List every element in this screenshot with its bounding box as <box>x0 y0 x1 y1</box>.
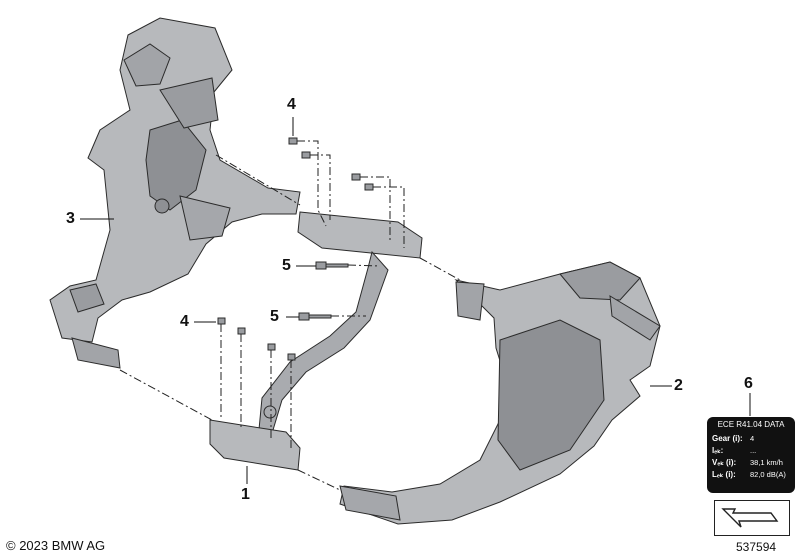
center-tube-part-1 <box>209 211 423 471</box>
callout-3: 3 <box>66 210 75 227</box>
bolt-4-top-4 <box>364 183 374 191</box>
label-card-title: ECE R41.04 DATA <box>717 420 785 429</box>
label-card-row: Lₑₖ (i): 82,0 dB(A) <box>712 468 790 480</box>
label-card-value: 38,1 km/h <box>750 457 783 467</box>
diagonal-arrow-icon <box>721 508 779 528</box>
label-card-value: ... <box>750 445 757 455</box>
bolt-4-top <box>288 137 298 145</box>
copyright-text: © 2023 BMW AG <box>6 538 106 553</box>
leader-lines <box>80 117 751 484</box>
assembly-lines <box>119 140 461 491</box>
label-card-key: Lₑₖ (i): <box>712 469 736 479</box>
label-card-row: lₑₖ: ... <box>712 444 790 456</box>
left-bracket-part-3 <box>49 17 301 369</box>
bolt-4-top-2 <box>301 151 311 159</box>
noise-label-part-6: ECE R41.04 DATA Gear (i): 4 lₑₖ: ... Vₑₖ… <box>707 417 795 493</box>
label-card-key: Vₑₖ (i): <box>712 457 737 467</box>
bolt-4-left-2 <box>237 327 246 335</box>
bolt-5-upper-head <box>315 261 327 270</box>
bolt-5-upper-shank <box>325 263 349 268</box>
label-card-row: Gear (i): 4 <box>712 432 790 444</box>
callout-6: 6 <box>744 375 753 392</box>
bolt-4-left-3 <box>267 343 276 351</box>
label-card-value: 82,0 dB(A) <box>750 469 786 479</box>
right-bracket-part-2 <box>339 261 661 525</box>
label-card-row: Vₑₖ (i): 38,1 km/h <box>712 456 790 468</box>
callout-2: 2 <box>674 377 683 394</box>
callout-4-top: 4 <box>287 96 296 113</box>
bolt-5-lower-shank <box>308 314 332 319</box>
label-card-key: lₑₖ: <box>712 445 724 455</box>
callout-4-left: 4 <box>180 313 189 330</box>
bolt-4-left-4 <box>287 353 296 361</box>
bolt-4-left-1 <box>217 317 226 325</box>
label-card-value: 4 <box>750 433 755 443</box>
callout-5-upper: 5 <box>282 257 291 274</box>
assembly-arrow-box <box>714 500 790 536</box>
bolt-5-lower-head <box>298 312 310 321</box>
diagram-number: 537594 <box>736 540 777 554</box>
callout-1: 1 <box>241 486 250 503</box>
bolt-4-top-3 <box>351 173 361 181</box>
callout-5-lower: 5 <box>270 308 279 325</box>
label-card-key: Gear (i): <box>712 433 743 443</box>
